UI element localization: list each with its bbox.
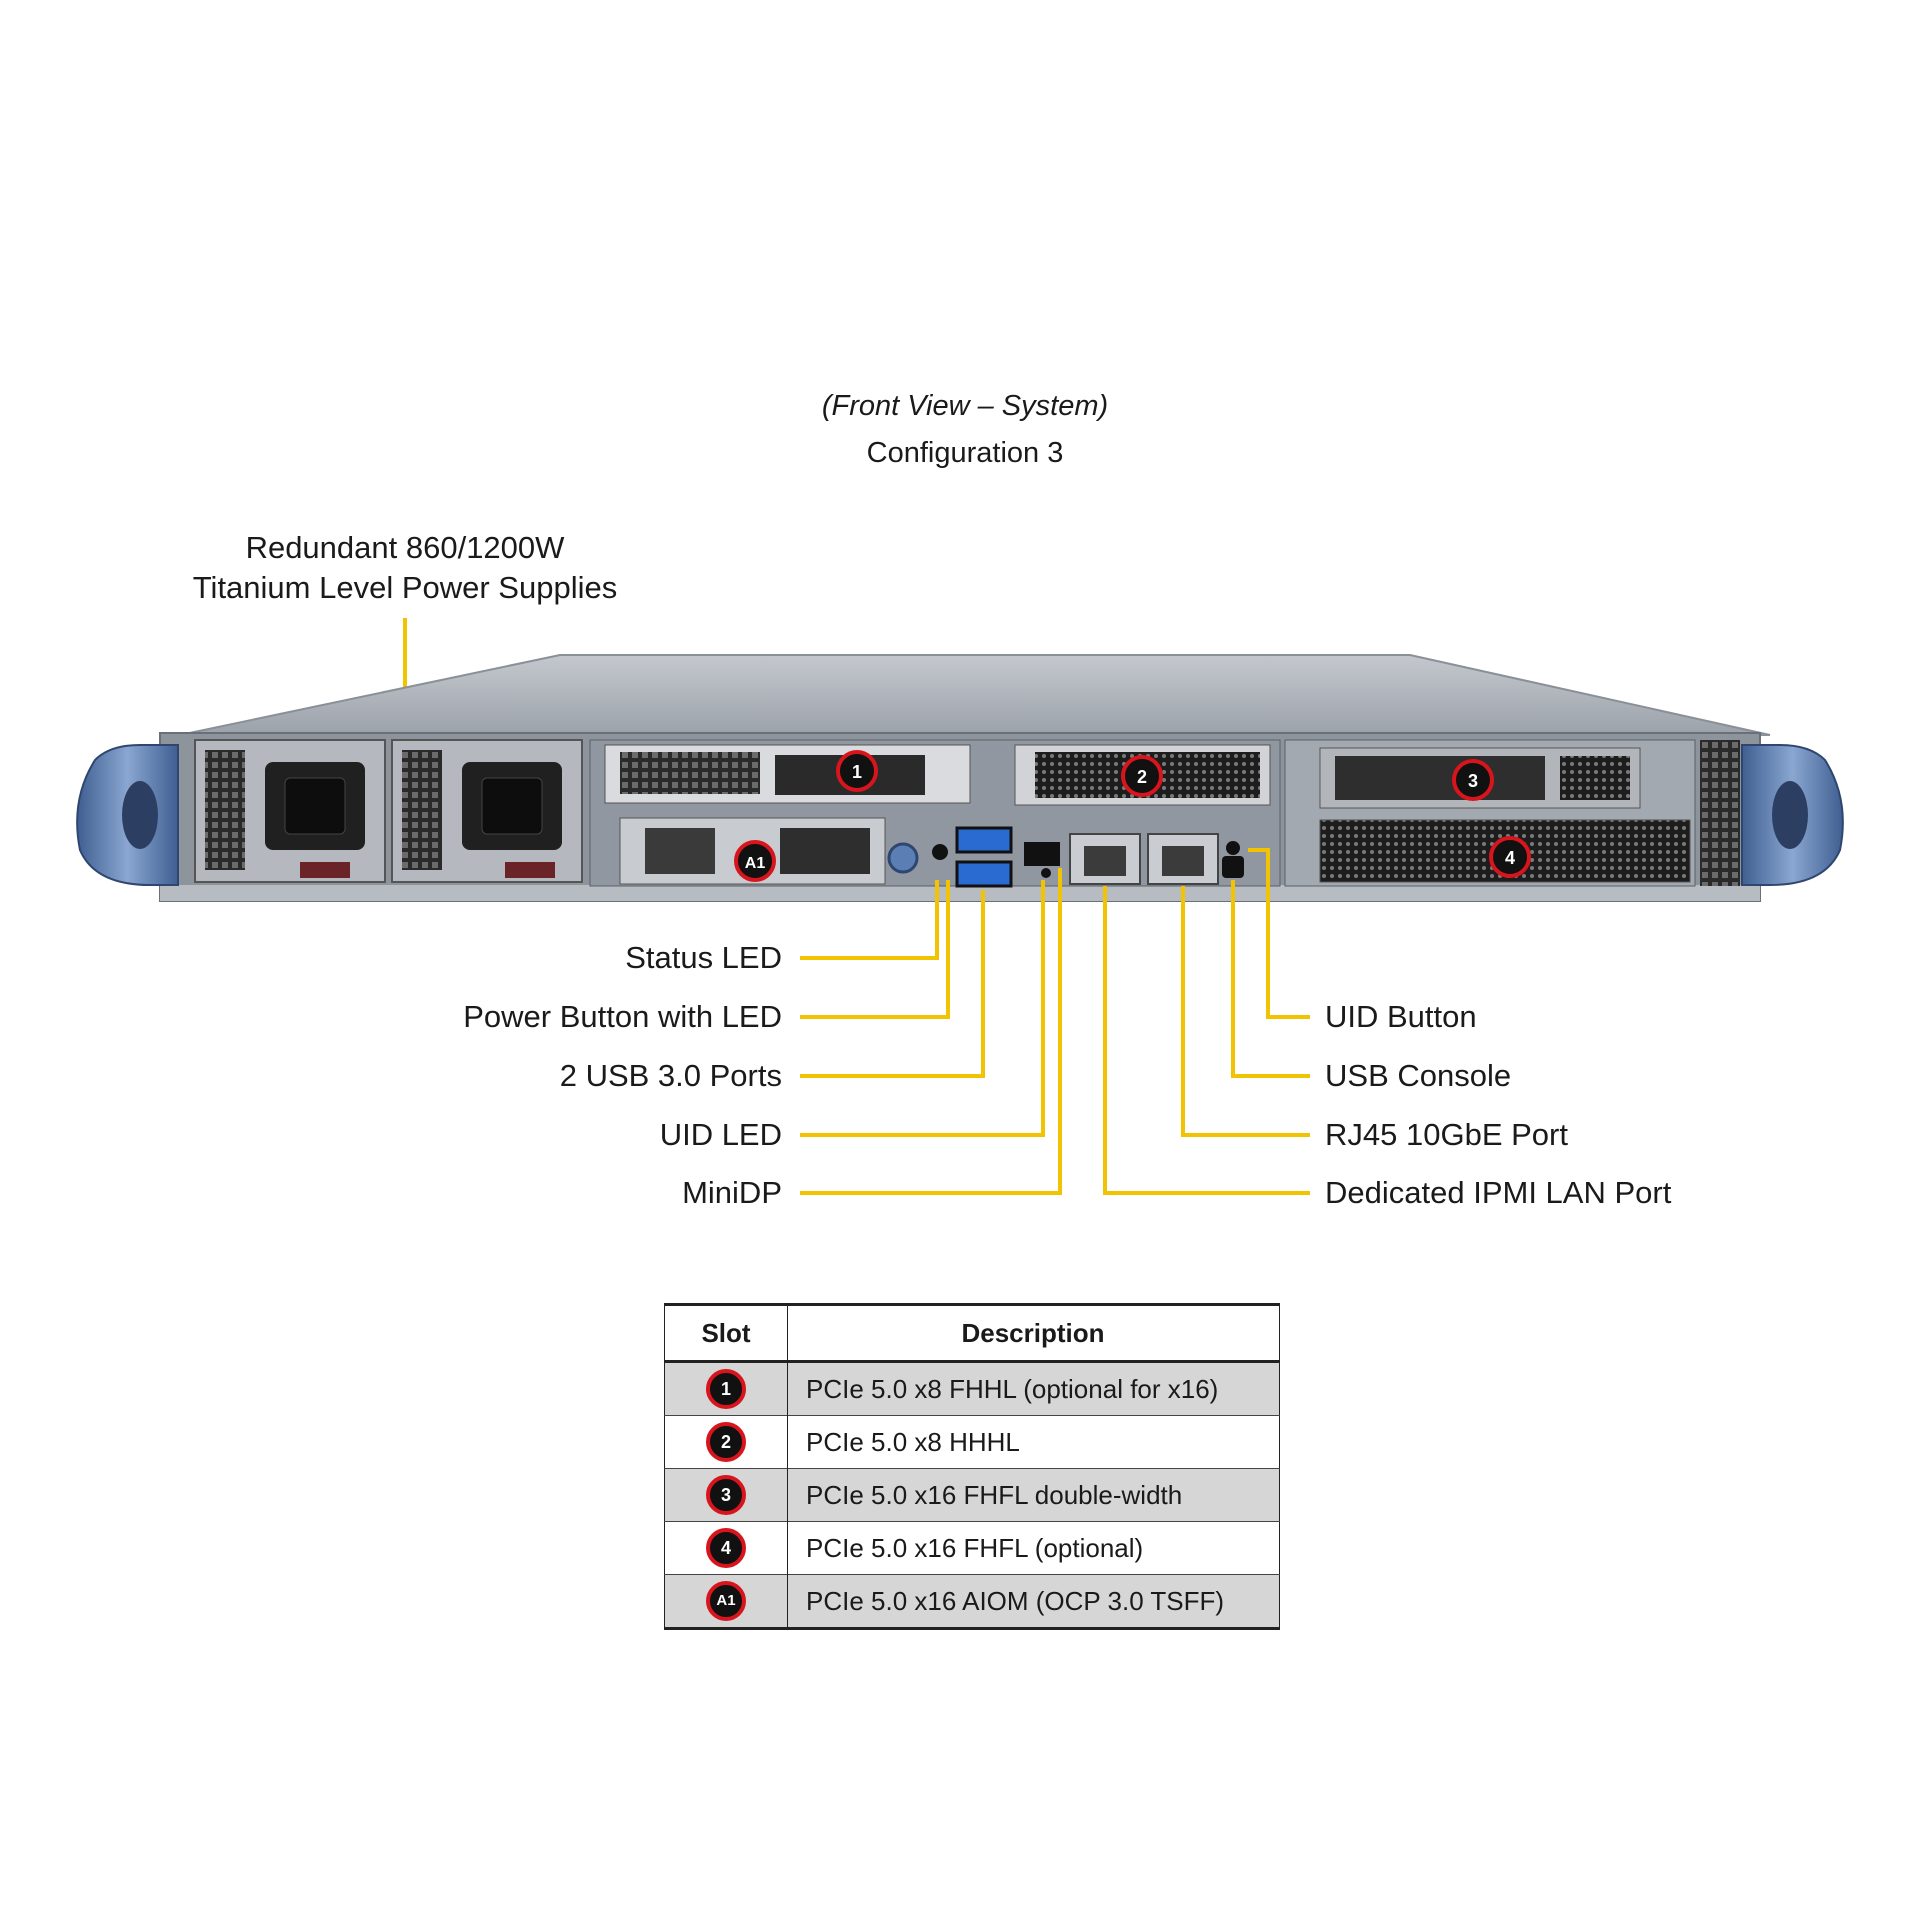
label-minidp: MiniDP: [682, 1175, 782, 1210]
label-uid-button: UID Button: [1325, 999, 1477, 1034]
psu-label-line1: Redundant 860/1200W: [245, 530, 565, 565]
right-leader-lines: [1103, 848, 1310, 1195]
slot-badge: 3: [706, 1475, 746, 1515]
slot-cell: A1: [664, 1574, 788, 1629]
table-row: 4 PCIe 5.0 x16 FHFL (optional): [664, 1521, 1280, 1575]
label-usb-ports: 2 USB 3.0 Ports: [559, 1058, 782, 1093]
leader-uid-led: [800, 880, 1045, 1137]
slot-header: Slot: [664, 1304, 788, 1363]
view-caption: (Front View – System): [821, 390, 1109, 422]
description-cell: PCIe 5.0 x8 FHHL (optional for x16): [787, 1361, 1280, 1416]
description-cell: PCIe 5.0 x16 FHFL (optional): [787, 1521, 1280, 1575]
slot-table: Slot Description 1 PCIe 5.0 x8 FHHL (opt…: [664, 1303, 1280, 1630]
slot-marker-3: 3: [1452, 759, 1494, 801]
slot-cell: 2: [664, 1415, 788, 1469]
leader-ipmi-port: [1103, 886, 1310, 1195]
label-power-button: Power Button with LED: [463, 999, 782, 1034]
table-header-row: Slot Description: [664, 1304, 1280, 1363]
description-cell: PCIe 5.0 x16 AIOM (OCP 3.0 TSFF): [787, 1574, 1280, 1629]
usb-console-port: [1222, 841, 1244, 878]
slot-cell: 3: [664, 1468, 788, 1522]
control-panel: [887, 826, 1060, 888]
slot-marker-1-text: 1: [852, 762, 862, 782]
label-uid-led: UID LED: [659, 1117, 782, 1152]
label-rj45-port: RJ45 10GbE Port: [1325, 1117, 1568, 1152]
slot-cell: 1: [664, 1361, 788, 1416]
slot-cell: 4: [664, 1521, 788, 1575]
leader-status-led: [800, 880, 939, 960]
table-row: 2 PCIe 5.0 x8 HHHL: [664, 1415, 1280, 1469]
leader-power-button: [800, 880, 950, 1019]
leader-rj45-port: [1181, 886, 1310, 1137]
slot-badge: A1: [706, 1581, 746, 1621]
slot-marker-4: 4: [1489, 836, 1531, 878]
left-rack-ear: [76, 744, 179, 886]
slot-badge: 4: [706, 1528, 746, 1568]
right-rack-ear: [1741, 744, 1844, 886]
label-usb-console: USB Console: [1325, 1058, 1512, 1093]
slot-badge: 1: [706, 1369, 746, 1409]
chassis-top: [179, 654, 1771, 736]
slot-marker-4-text: 4: [1505, 848, 1515, 868]
table-row: A1 PCIe 5.0 x16 AIOM (OCP 3.0 TSFF): [664, 1574, 1280, 1629]
psu-label-line2: Titanium Level Power Supplies: [192, 570, 618, 605]
table-row: 1 PCIe 5.0 x8 FHHL (optional for x16): [664, 1361, 1280, 1416]
label-status-led: Status LED: [625, 940, 782, 975]
configuration-caption: Configuration 3: [866, 437, 1064, 469]
description-cell: PCIe 5.0 x8 HHHL: [787, 1415, 1280, 1469]
leader-minidp: [800, 868, 1062, 1195]
slot-marker-a1-text: A1: [745, 855, 766, 872]
leader-uid-button: [1248, 848, 1310, 1019]
description-cell: PCIe 5.0 x16 FHFL double-width: [787, 1468, 1280, 1522]
description-header: Description: [787, 1304, 1280, 1363]
leader-usb-ports: [800, 890, 985, 1078]
pcie-slot-1: [604, 744, 971, 804]
slot-marker-2: 2: [1121, 755, 1163, 797]
left-leader-lines: [800, 868, 1062, 1195]
ipmi-lan-port: [1069, 833, 1141, 885]
leader-usb-console: [1231, 880, 1310, 1078]
psu-label: Redundant 860/1200W Titanium Level Power…: [105, 528, 705, 608]
psu-1: [194, 739, 386, 883]
table-row: 3 PCIe 5.0 x16 FHFL double-width: [664, 1468, 1280, 1522]
slot-marker-3-text: 3: [1468, 771, 1478, 791]
label-ipmi-port: Dedicated IPMI LAN Port: [1325, 1175, 1672, 1210]
slot-marker-a1: A1: [734, 840, 776, 882]
psu-2: [391, 739, 583, 883]
slot-marker-1: 1: [836, 750, 878, 792]
slot-marker-2-text: 2: [1137, 767, 1147, 787]
slot-badge: 2: [706, 1422, 746, 1462]
rj45-10gbe-port: [1147, 833, 1219, 885]
